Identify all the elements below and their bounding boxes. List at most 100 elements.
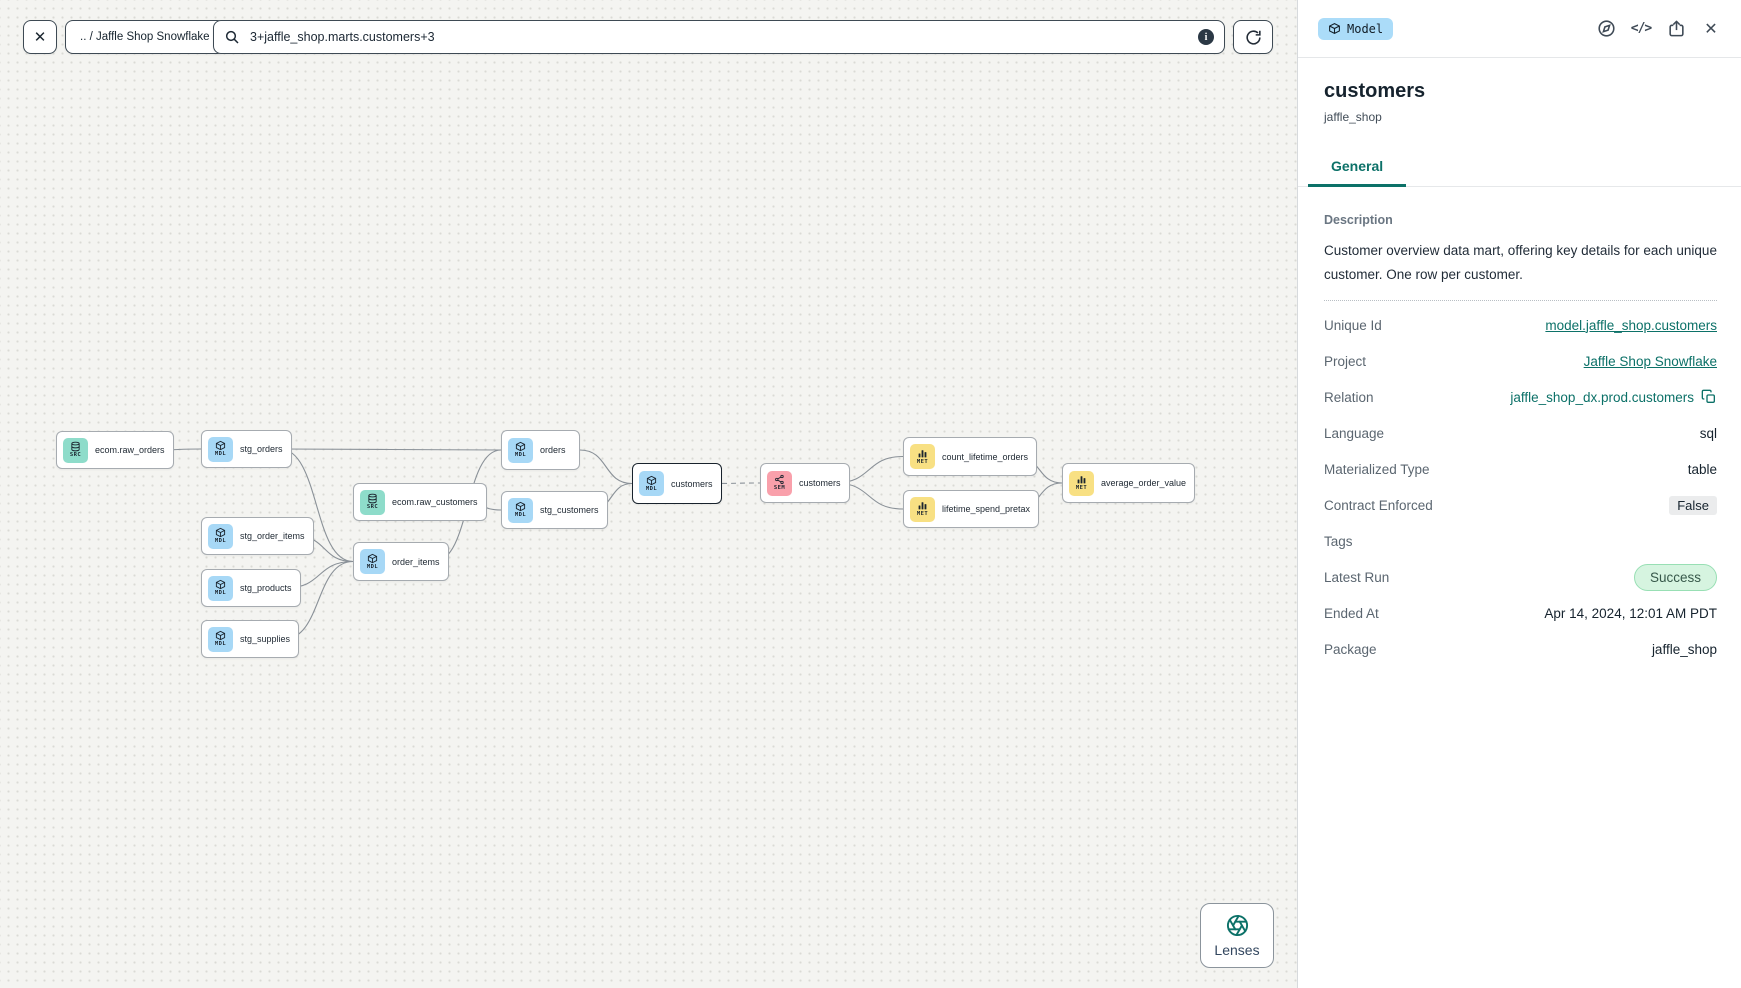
code-icon[interactable]: </> <box>1630 21 1653 36</box>
node-label: customers <box>671 478 713 489</box>
description-text: Customer overview data mart, offering ke… <box>1324 243 1717 282</box>
graph-node-customers_sem[interactable]: SEM customers <box>760 463 850 503</box>
aperture-icon <box>1226 914 1249 937</box>
ended-at-value: Apr 14, 2024, 12:01 AM PDT <box>1544 605 1717 621</box>
node-label: average_order_value <box>1101 478 1187 488</box>
divider <box>1324 300 1717 302</box>
unique-id-label: Unique Id <box>1324 317 1382 333</box>
graph-node-ecom_raw_customers[interactable]: SRC ecom.raw_customers <box>353 483 487 521</box>
search-input[interactable] <box>248 29 1198 45</box>
model-icon: MDL <box>360 549 385 574</box>
metric-icon: MET <box>910 444 935 469</box>
node-label: order_items <box>392 556 440 567</box>
source-icon: SRC <box>360 489 385 515</box>
language-value: sql <box>1699 425 1717 441</box>
graph-node-stg_products[interactable]: MDL stg_products <box>201 569 301 607</box>
project-label: Project <box>1324 353 1367 369</box>
graph-node-stg_order_items[interactable]: MDL stg_order_items <box>201 517 314 555</box>
info-icon[interactable]: i <box>1198 29 1214 45</box>
refresh-button[interactable] <box>1233 20 1273 54</box>
contract-enforced-label: Contract Enforced <box>1324 497 1433 513</box>
node-label: orders <box>540 445 566 455</box>
detail-row-relation: Relation jaffle_shop_dx.prod.customers <box>1324 379 1717 415</box>
detail-row-materialized-type: Materialized Type table <box>1324 451 1717 487</box>
language-label: Language <box>1324 425 1385 441</box>
materialized-type-value: table <box>1687 461 1717 477</box>
node-label: lifetime_spend_pretax <box>942 504 1031 514</box>
source-icon: SRC <box>63 437 88 463</box>
edge-orders-to-customers_model <box>579 449 633 485</box>
metric-icon: MET <box>1069 470 1094 496</box>
graph-node-orders[interactable]: MDL orders <box>501 430 580 470</box>
node-label: stg_products <box>240 583 292 593</box>
detail-row-unique-id: Unique Id model.jaffle_shop.customers <box>1324 307 1717 343</box>
package-value: jaffle_shop <box>1651 641 1717 657</box>
panel-body: Description Customer overview data mart,… <box>1298 187 1741 667</box>
close-lineage-button[interactable]: ✕ <box>23 20 57 54</box>
node-label: ecom.raw_customers <box>392 497 478 507</box>
resource-type-badge: Model <box>1318 17 1394 40</box>
ended-at-label: Ended At <box>1324 605 1379 621</box>
model-icon: MDL <box>208 575 233 601</box>
model-icon: MDL <box>208 523 233 549</box>
metric-icon: MET <box>910 496 935 522</box>
close-panel-icon[interactable]: ✕ <box>1704 20 1718 38</box>
contract-enforced-badge: False <box>1669 495 1717 515</box>
lenses-label: Lenses <box>1214 941 1260 958</box>
graph-node-stg_supplies[interactable]: MDL stg_supplies <box>201 620 300 658</box>
graph-node-lifetime_spend_pretax[interactable]: MET lifetime_spend_pretax <box>903 490 1040 528</box>
panel-actions: </> ✕ <box>1596 19 1721 39</box>
panel-header: Model </> ✕ <box>1298 0 1741 58</box>
page-title: customers <box>1324 80 1426 102</box>
model-icon: MDL <box>639 471 664 496</box>
node-label: stg_customers <box>540 505 599 515</box>
lineage-search[interactable]: i <box>213 20 1225 54</box>
page-subtitle: jaffle_shop <box>1324 110 1382 124</box>
edge-stg_orders-to-order_items <box>279 448 354 563</box>
resource-type-label: Model <box>1347 21 1384 36</box>
detail-row-project: Project Jaffle Shop Snowflake <box>1324 343 1717 379</box>
refresh-icon <box>1244 28 1263 47</box>
model-icon: MDL <box>208 626 233 652</box>
close-icon: ✕ <box>33 29 47 46</box>
detail-row-language: Language sql <box>1324 415 1717 451</box>
package-label: Package <box>1324 641 1377 657</box>
semantic-icon: SEM <box>767 470 792 496</box>
breadcrumb[interactable]: .. / Jaffle Shop Snowflake <box>65 20 225 54</box>
node-label: stg_orders <box>240 444 283 454</box>
project-link[interactable]: Jaffle Shop Snowflake <box>1583 353 1717 369</box>
detail-row-ended-at: Ended At Apr 14, 2024, 12:01 AM PDT <box>1324 595 1717 631</box>
copy-icon[interactable] <box>1701 389 1717 405</box>
materialized-type-label: Materialized Type <box>1324 461 1430 477</box>
lenses-button[interactable]: Lenses <box>1200 903 1274 968</box>
node-label: stg_supplies <box>240 634 291 644</box>
graph-node-order_items[interactable]: MDL order_items <box>353 542 449 581</box>
model-icon: MDL <box>508 437 533 463</box>
relation-label: Relation <box>1324 389 1374 405</box>
node-label: stg_order_items <box>240 531 305 541</box>
status-badge: Success <box>1633 563 1717 591</box>
relation-value: jaffle_shop_dx.prod.customers <box>1510 389 1694 405</box>
unique-id-link[interactable]: model.jaffle_shop.customers <box>1545 317 1717 333</box>
node-label: customers <box>799 478 841 488</box>
tab-general[interactable]: General <box>1308 148 1407 187</box>
details-panel: Model </> ✕ cu <box>1297 0 1741 988</box>
edge-stg_orders-to-orders <box>279 448 502 451</box>
explore-icon[interactable] <box>1596 19 1616 39</box>
share-icon[interactable] <box>1666 19 1686 39</box>
breadcrumb-label: .. / Jaffle Shop Snowflake <box>80 31 210 43</box>
search-icon <box>224 29 240 45</box>
graph-node-average_order_value[interactable]: MET average_order_value <box>1062 463 1196 503</box>
graph-node-customers_model[interactable]: MDL customers <box>632 463 722 504</box>
description-label: Description <box>1324 213 1393 227</box>
panel-tabs: General <box>1298 148 1741 187</box>
title-block: customers jaffle_shop <box>1298 58 1741 124</box>
